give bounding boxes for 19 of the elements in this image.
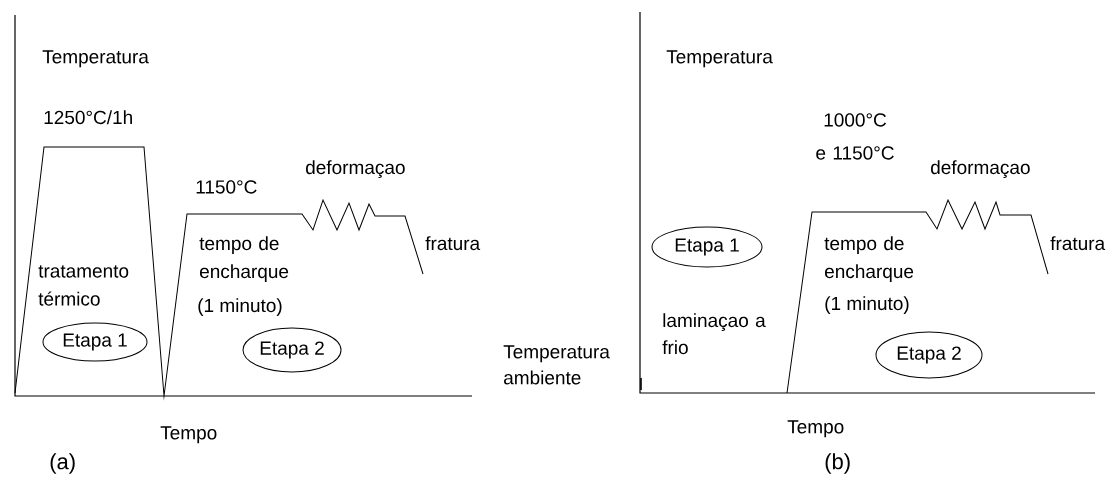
temperature-label: 1000°C e 1150°C xyxy=(816,113,894,160)
stage-label: tempo de encharque xyxy=(824,236,914,282)
axis-label: Tempo xyxy=(787,420,844,438)
stage-label: laminaçao a frio xyxy=(662,313,766,355)
stage-label: deformaçao xyxy=(931,160,1030,178)
stage-label: (1 minuto) xyxy=(825,296,909,314)
panel-label: (b) xyxy=(825,453,850,474)
stage-label: fratura xyxy=(1050,236,1106,251)
stage-label: deformaçao xyxy=(306,160,405,178)
axis-label: Temperatura xyxy=(666,50,773,68)
temperature-label: 1150°C xyxy=(196,180,257,194)
stage-label: tempo de encharque xyxy=(199,236,289,282)
axis-label: Temperatura xyxy=(42,50,149,68)
axis-label: Temperatura ambiente xyxy=(503,345,610,385)
stage-label: (1 minuto) xyxy=(198,298,282,316)
axis-label: Tempo xyxy=(160,426,217,444)
temperature-label: 1250°C/1h xyxy=(44,110,132,125)
panel-label: (a) xyxy=(50,453,75,474)
stage-label: fratura xyxy=(425,236,481,251)
